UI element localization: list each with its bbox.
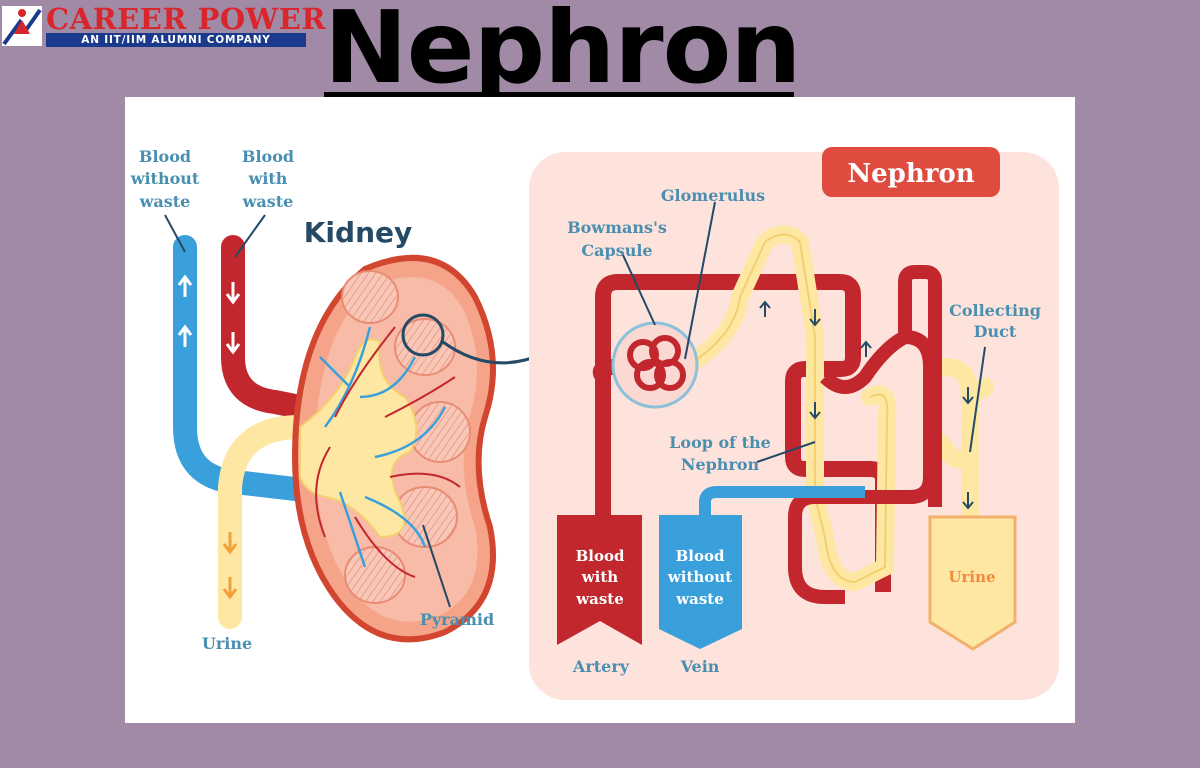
vessel-arrow-down-1: [225, 282, 241, 305]
artery-box: [557, 515, 642, 645]
nephron-badge-label: Nephron: [847, 159, 974, 189]
brand-name-part2: POWER: [197, 2, 326, 36]
artery-vessel: [221, 235, 312, 419]
label-bowmans-capsule-1: Bowmans's: [567, 218, 667, 237]
brand-name: CAREER POWER: [46, 2, 326, 36]
label-blood-without-waste-2: without: [130, 169, 200, 188]
label-blood-without-waste-3: waste: [139, 192, 191, 211]
label-urine: Urine: [202, 634, 252, 653]
ureter: [218, 415, 312, 629]
label-vein: Vein: [680, 657, 720, 676]
label-artery: Artery: [572, 657, 630, 676]
glomerulus-loop: [634, 359, 666, 391]
collecting-duct: [931, 358, 994, 526]
artery-box-label-1: Blood: [576, 547, 625, 565]
nephron-diagram: Blood without waste Blood with waste Uri…: [125, 97, 1075, 723]
zoom-circle: [401, 313, 445, 357]
label-bowmans-capsule-2: Capsule: [581, 241, 652, 260]
leader-line: [422, 524, 451, 608]
vessel-arrow-down-2: [225, 332, 241, 355]
leader-line: [622, 254, 656, 326]
artery-box-label-2: with: [581, 568, 619, 586]
vein-box: [659, 515, 742, 649]
nephron-illustration: [557, 201, 1017, 651]
kidney-illustration: [164, 214, 575, 643]
label-blood-without-waste-1: Blood: [139, 147, 191, 166]
urine-arrow-2: [222, 577, 238, 600]
label-blood-with-waste-3: waste: [242, 192, 294, 211]
leader-line: [234, 214, 266, 258]
kidney-pyramid: [344, 546, 406, 604]
career-power-logo-icon: [2, 6, 42, 46]
vein-box-label-3: waste: [675, 590, 724, 608]
brand-logo[interactable]: CAREER POWER AN IIT/IIM ALUMNI COMPANY: [0, 0, 325, 54]
leader-line: [756, 441, 816, 463]
urine-box: [928, 515, 1017, 651]
vein-box-label-2: without: [667, 568, 732, 586]
kidney-pyramid: [409, 401, 471, 463]
label-pyramid: Pyramid: [420, 610, 494, 629]
kidney-pyramid: [394, 318, 456, 376]
label-collecting-duct-2: Duct: [974, 322, 1017, 341]
label-blood-with-waste-2: with: [248, 169, 288, 188]
urine-arrow-1: [222, 532, 238, 555]
leader-line: [164, 214, 186, 253]
vessel-arrow-up-2: [177, 324, 193, 347]
artery-box-label-3: waste: [575, 590, 624, 608]
label-loop-2: Nephron: [681, 455, 760, 474]
duct-arrow-down: [962, 387, 974, 405]
label-blood-with-waste-1: Blood: [242, 147, 294, 166]
kidney-title: Kidney: [304, 216, 413, 249]
glomerulus-loop: [654, 359, 686, 391]
label-collecting-duct-1: Collecting: [949, 301, 1041, 320]
label-glomerulus: Glomerulus: [661, 186, 765, 205]
leader-line: [969, 346, 986, 453]
nephron-badge: Nephron: [822, 147, 1000, 197]
leader-line: [684, 201, 716, 360]
page-title: Nephron: [324, 0, 802, 106]
urine-box-label: Urine: [948, 568, 995, 586]
glomerulus-loop: [627, 339, 659, 371]
kidney-pyramid: [341, 270, 399, 324]
kidney-red-vessels: [315, 326, 461, 578]
label-loop-1: Loop of the: [669, 433, 771, 452]
vessel-arrow-up-1: [177, 274, 193, 297]
duct-arrow-down-2: [962, 492, 974, 510]
vein-box-label-1: Blood: [676, 547, 725, 565]
tubule-arrow-up: [759, 300, 771, 317]
nephron-red-tangle: [788, 265, 942, 604]
tubule-arrow-up-2: [860, 340, 872, 357]
tubule-arrow-down: [809, 309, 821, 327]
kidney-blue-vessels: [319, 326, 447, 568]
tubule-arrow-down-2: [809, 402, 821, 420]
brand-name-part1: CAREER: [46, 2, 187, 36]
brand-tagline: AN IIT/IIM ALUMNI COMPANY: [46, 33, 306, 47]
nephron-vein: [699, 486, 865, 517]
